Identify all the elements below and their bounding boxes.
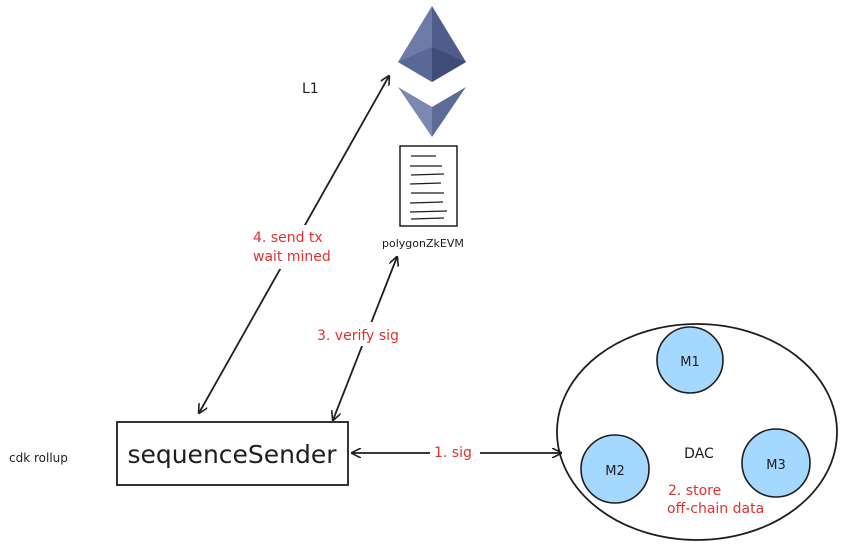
contract-label: polygonZkEVM [382,237,464,250]
member-m3: M3 [741,428,811,498]
sequence-sender-box [116,421,349,486]
step-2-label: 2. store [668,483,721,499]
dac-ellipse [556,323,838,541]
step-3-label: 3. verify sig [317,328,399,344]
member-m1-label: M1 [680,355,700,370]
member-m1: M1 [656,326,724,394]
member-m3-label: M3 [766,458,786,473]
sequence-sender-label: sequenceSender [127,440,337,469]
l1-label: L1 [302,81,319,97]
ethereum-logo-icon [398,6,466,137]
member-m2-label: M2 [605,464,625,479]
cdk-rollup-label: cdk rollup [9,451,68,465]
step-1-label: 1. sig [434,445,472,461]
member-m2: M2 [580,434,650,504]
contract-document-icon [399,145,458,227]
step-2-sublabel: off-chain data [667,501,764,517]
step-4-sublabel: wait mined [253,249,331,265]
dac-label: DAC [684,446,714,462]
step-4-label: 4. send tx [253,230,323,246]
